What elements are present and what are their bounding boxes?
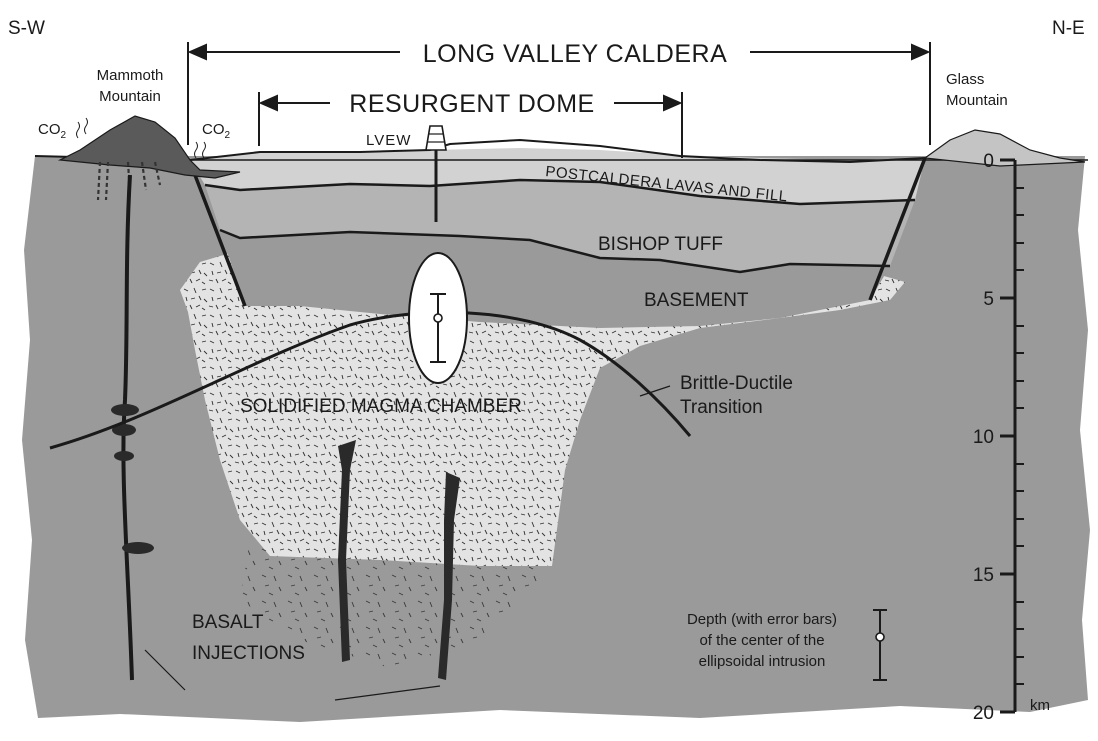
svg-text:CO2: CO2 (202, 121, 231, 141)
direction-ne: N-E (1052, 18, 1085, 39)
label-bishop-tuff: BISHOP TUFF (598, 234, 723, 255)
legend-center-marker (876, 633, 884, 641)
label-long-valley-caldera: LONG VALLEY CALDERA (423, 40, 728, 68)
co2-vent-caldera: CO2 (195, 121, 231, 158)
depth-tick-15: 15 (973, 565, 994, 586)
label-lvew: LVEW (366, 132, 411, 149)
lvew-derrick (426, 126, 446, 150)
depth-tick-10: 10 (973, 427, 994, 448)
direction-sw: S-W (8, 18, 45, 39)
label-resurgent-dome: RESURGENT DOME (349, 90, 594, 118)
co2-vent-mammoth: CO2 (38, 118, 88, 141)
depth-unit: km (1030, 697, 1050, 714)
depth-tick-5: 5 (983, 289, 994, 310)
svg-text:CO2: CO2 (38, 121, 67, 141)
intrusion-center-marker (434, 314, 442, 322)
label-basement: BASEMENT (644, 290, 749, 311)
label-magma-chamber: SOLIDIFIED MAGMA CHAMBER (240, 396, 522, 417)
depth-tick-0: 0 (983, 151, 994, 172)
depth-tick-20: 20 (973, 703, 994, 724)
legend-text: Depth (with error bars)of the center of … (687, 611, 837, 670)
